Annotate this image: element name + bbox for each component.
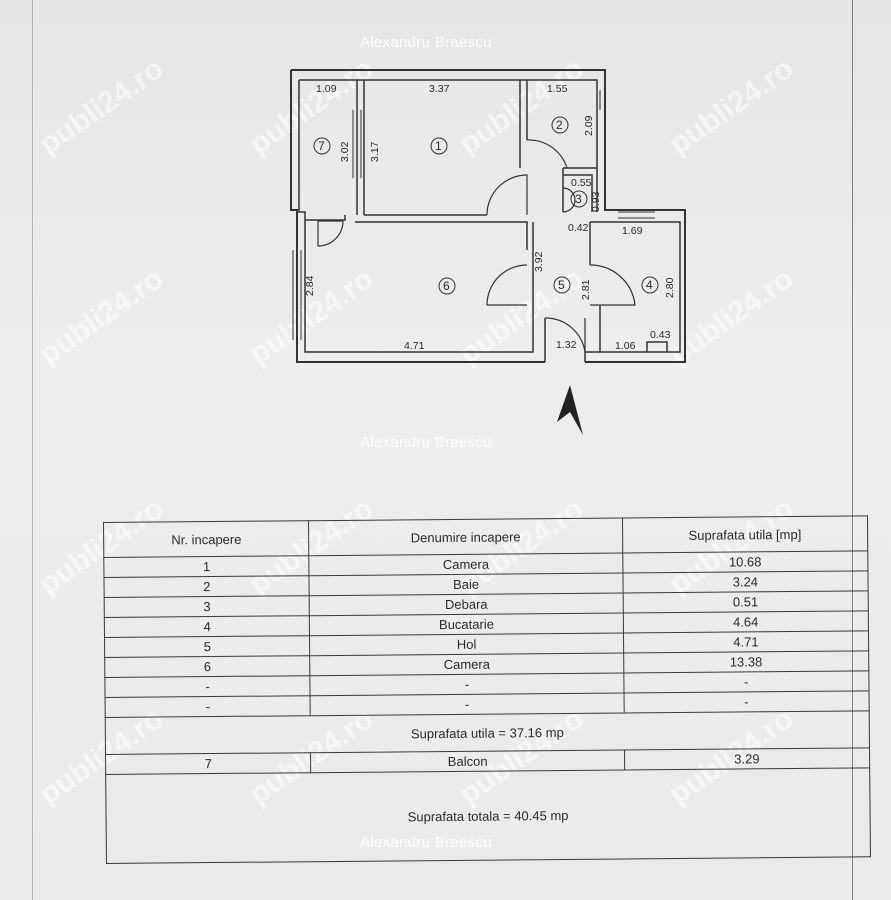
cell-room-name: - bbox=[310, 692, 624, 716]
dimension-label: 0.43 bbox=[650, 329, 671, 341]
dimension-label: 3.37 bbox=[429, 83, 450, 95]
cell-room-name: Hol bbox=[309, 632, 624, 656]
total-area: Suprafata totala = 40.45 mp bbox=[105, 767, 871, 864]
cell-room-number: - bbox=[105, 695, 311, 718]
dimension-label: 3.02 bbox=[339, 141, 351, 162]
room-number: 3 bbox=[575, 192, 582, 206]
floor-plan: 1 2 3 4 5 6 7 1.09 3.37 1.55 2.09 3.02 3… bbox=[290, 69, 686, 435]
cell-room-number: 1 bbox=[103, 555, 310, 578]
room-number: 5 bbox=[558, 278, 565, 292]
dimension-label: 2.81 bbox=[580, 279, 592, 300]
dimension-label: 3.92 bbox=[533, 251, 545, 272]
dimension-label: 1.06 bbox=[615, 340, 636, 352]
cell-room-area: - bbox=[623, 670, 870, 693]
header-room-number: Nr. incapere bbox=[103, 520, 310, 558]
room-number: 6 bbox=[443, 279, 450, 293]
cell-room-area: - bbox=[623, 690, 870, 713]
dimension-label: 1.55 bbox=[547, 83, 568, 95]
watermark-name-bottom: Alexandru Braescu bbox=[360, 834, 492, 851]
north-arrow-icon bbox=[557, 385, 583, 435]
cell-room-area: 0.51 bbox=[622, 590, 869, 613]
dimension-label: 2.09 bbox=[583, 115, 595, 136]
outer-wall bbox=[290, 70, 545, 363]
cell-room-number: 6 bbox=[104, 655, 311, 678]
cell-room-area: 4.71 bbox=[623, 630, 869, 653]
paper-edge-left bbox=[32, 0, 33, 900]
cell-room-name: Camera bbox=[310, 652, 624, 676]
cell-room-number: 5 bbox=[104, 635, 311, 658]
outer-wall bbox=[291, 69, 686, 363]
room-number: 2 bbox=[556, 118, 563, 132]
grand-total-row: Suprafata totala = 40.45 mp bbox=[105, 767, 871, 864]
dimension-label: 0.42 bbox=[568, 222, 589, 234]
room-number: 4 bbox=[646, 278, 653, 292]
cell-room-area: 4.64 bbox=[622, 610, 869, 633]
cell-room-number: 7 bbox=[105, 752, 312, 775]
cell-room-number: 4 bbox=[104, 615, 310, 638]
cell-room-area: 10.68 bbox=[622, 550, 868, 573]
cell-room-name: Balcon bbox=[310, 749, 625, 773]
dimension-label: 1.69 bbox=[622, 225, 643, 237]
cell-room-name: Camera bbox=[309, 552, 623, 576]
cell-room-name: Debara bbox=[309, 592, 623, 616]
watermark-name-middle: Alexandru Braescu bbox=[360, 434, 492, 451]
dimension-label: 2.84 bbox=[304, 275, 316, 296]
cell-room-area: 3.24 bbox=[622, 570, 869, 593]
header-room-name: Denumire incapere bbox=[308, 517, 623, 556]
dimension-label: 2.80 bbox=[664, 277, 676, 298]
cell-room-name: Baie bbox=[309, 572, 623, 596]
room-number: 1 bbox=[435, 139, 442, 153]
cell-room-name: - bbox=[310, 672, 624, 696]
room-number: 7 bbox=[318, 139, 325, 153]
header-useful-area: Suprafata utila [mp] bbox=[622, 515, 868, 553]
dimension-label: 1.09 bbox=[316, 83, 337, 95]
cell-room-name: Bucatarie bbox=[309, 612, 624, 636]
cell-room-area: 13.38 bbox=[623, 650, 869, 673]
dimension-label: 0.93 bbox=[590, 191, 602, 212]
cell-room-number: - bbox=[104, 675, 311, 698]
paper-edge-right bbox=[852, 0, 853, 900]
dimension-label: 1.32 bbox=[556, 339, 577, 351]
watermark-name-top: Alexandru Braescu bbox=[360, 34, 492, 51]
dimension-label: 0.55 bbox=[571, 177, 592, 189]
cell-room-number: 3 bbox=[104, 595, 310, 618]
cell-room-area: 3.29 bbox=[624, 747, 870, 770]
dimension-label: 4.71 bbox=[404, 340, 425, 352]
dimension-label: 3.17 bbox=[369, 141, 381, 162]
cell-room-number: 2 bbox=[103, 575, 310, 598]
rooms-table: Nr. incapere Denumire incapere Suprafata… bbox=[103, 515, 871, 864]
